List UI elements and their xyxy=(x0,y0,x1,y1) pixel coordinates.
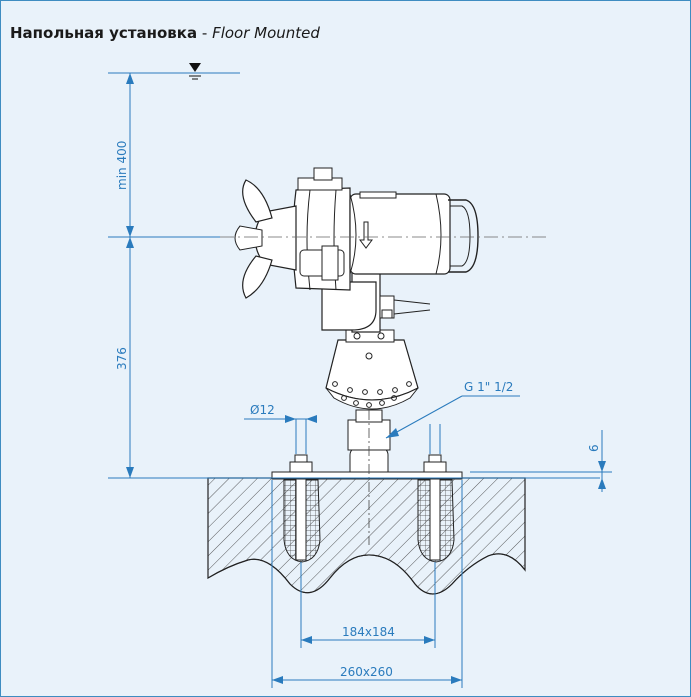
title-en: Floor Mounted xyxy=(212,24,320,42)
title-ru: Напольная установка xyxy=(10,24,198,42)
dim-bolt-diameter: Ø12 xyxy=(250,403,275,417)
dim-min-400: min 400 xyxy=(115,141,129,190)
anchor-pocket-left xyxy=(283,473,321,563)
water-level-icon xyxy=(189,63,201,80)
mounting-column xyxy=(347,409,391,545)
dim-outer-spacing: 260x260 xyxy=(340,665,393,679)
dim-thread: G 1" 1/2 xyxy=(464,380,513,394)
dimension-arrows xyxy=(126,73,606,684)
dim-clearance: 6 xyxy=(587,444,601,452)
base-plate xyxy=(271,454,463,480)
concrete-foundation xyxy=(207,477,526,595)
mixer-unit xyxy=(234,167,479,333)
title-separator: - xyxy=(197,24,213,42)
dimension-lines xyxy=(108,72,612,688)
mounting-bracket xyxy=(325,329,419,410)
dim-inner-spacing: 184x184 xyxy=(342,625,395,639)
page-title: Напольная установка - Floor Mounted xyxy=(10,24,320,42)
anchor-pocket-right xyxy=(417,473,455,563)
dim-376: 376 xyxy=(115,347,129,370)
